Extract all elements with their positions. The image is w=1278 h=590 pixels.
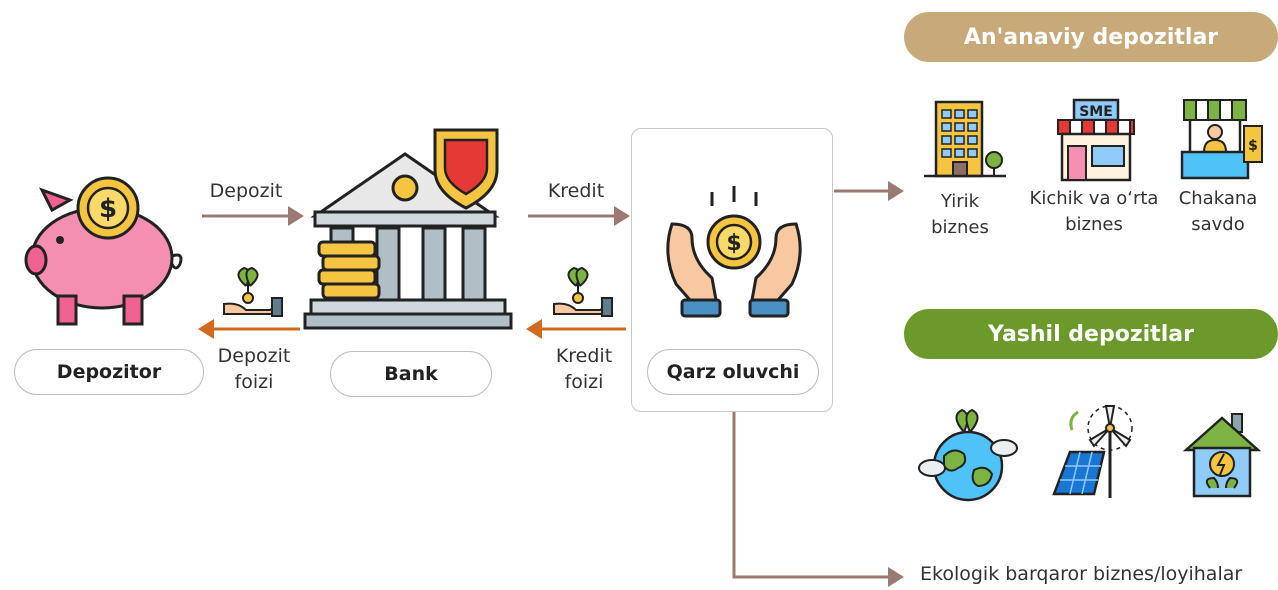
sme-shop-icon: SME	[1057, 98, 1135, 182]
large-business-line2: biznes	[931, 217, 989, 238]
depositor-node: Depozitor	[14, 349, 204, 395]
deposit-interest-label: Depozit foizi	[204, 343, 304, 395]
office-building-icon	[924, 100, 1006, 178]
credit-interest-arrowhead	[526, 319, 542, 339]
retail-stall-icon: $	[1180, 99, 1263, 180]
sme-line2: biznes	[1065, 214, 1123, 235]
credit-interest-label: Kredit foizi	[534, 343, 634, 395]
traditional-deposits-banner: An'anaviy depozitlar	[904, 12, 1278, 62]
credit-interest-line1: Kredit	[555, 345, 613, 367]
solar-wind-icon	[1052, 405, 1133, 498]
deposit-label: Depozit	[209, 180, 283, 202]
piggy-bank-icon: $	[24, 176, 183, 326]
deposit-interest-arrowhead	[198, 319, 214, 339]
sme-sign-text: SME	[1079, 104, 1113, 120]
green-deposits-banner: Yashil depozitlar	[904, 309, 1278, 359]
plant-hand-icon	[553, 266, 613, 317]
borrower-node: Qarz oluvchi	[647, 349, 819, 395]
sme-line1: Kichik va o‘rta	[1029, 188, 1159, 209]
eco-globe-icon	[918, 408, 1018, 502]
credit-label: Kredit	[547, 180, 605, 202]
credit-arrowhead	[614, 206, 630, 226]
green-house-icon	[1182, 413, 1262, 498]
retail-line2: savdo	[1191, 214, 1245, 235]
traditional-arrowhead	[888, 181, 904, 201]
eco-business-label: Ekologik barqaror biznes/loyihalar	[920, 563, 1243, 585]
large-business-label: Yirik biznes	[926, 189, 994, 241]
svg-text:$: $	[99, 194, 117, 224]
deposit-interest-line2: foizi	[234, 371, 274, 393]
large-business-line1: Yirik	[940, 191, 980, 212]
retail-label: Chakana savdo	[1170, 186, 1266, 238]
retail-line1: Chakana	[1178, 188, 1258, 209]
hands-coin-icon: $	[666, 186, 802, 318]
sme-label: Kichik va o‘rta biznes	[1024, 186, 1164, 238]
deposit-arrowhead	[288, 206, 304, 226]
deposit-interest-line1: Depozit	[217, 345, 291, 367]
green-arrow-line	[732, 412, 890, 579]
bank-building-icon	[303, 128, 513, 330]
svg-text:$: $	[726, 231, 741, 256]
green-arrowhead	[888, 567, 904, 587]
bank-node: Bank	[330, 351, 492, 397]
plant-hand-icon	[223, 266, 283, 317]
svg-text:$: $	[1248, 138, 1258, 154]
credit-interest-line2: foizi	[564, 371, 604, 393]
